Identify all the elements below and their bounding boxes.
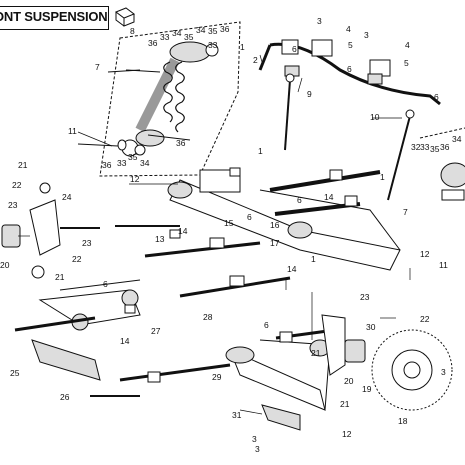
- callout-22: 22: [420, 314, 430, 324]
- callout-27: 27: [151, 326, 161, 336]
- callout-4: 4: [346, 24, 351, 34]
- corner-arrow-icon: [114, 7, 136, 27]
- callout-3: 3: [255, 444, 260, 454]
- callout-15: 15: [224, 218, 234, 228]
- callout-23: 23: [82, 238, 92, 248]
- callout-7: 7: [95, 62, 100, 72]
- left-knuckle: [1, 182, 61, 279]
- callout-6: 6: [103, 279, 108, 289]
- callout-22: 22: [12, 180, 22, 190]
- callout-21: 21: [340, 399, 350, 409]
- callout-17: 17: [270, 238, 280, 248]
- callout-19: 19: [362, 384, 372, 394]
- callout-26: 26: [60, 392, 70, 402]
- callout-21: 21: [18, 160, 28, 170]
- callout-3: 3: [364, 30, 369, 40]
- callout-6: 6: [292, 44, 297, 54]
- callout-8: 8: [130, 26, 135, 36]
- callout-6: 6: [347, 64, 352, 74]
- callout-3: 3: [317, 16, 322, 26]
- callout-5: 5: [348, 40, 353, 50]
- callout-34: 34: [452, 134, 462, 144]
- bushings: [124, 167, 358, 383]
- callout-21: 21: [55, 272, 65, 282]
- callout-32: 32: [411, 142, 421, 152]
- callout-14: 14: [324, 192, 334, 202]
- callout-35: 35: [430, 144, 440, 154]
- callout-1: 1: [311, 254, 316, 264]
- callout-3: 3: [441, 367, 446, 377]
- callout-12: 12: [342, 429, 352, 439]
- callout-20: 20: [344, 376, 354, 386]
- callout-labels: 1 1 1 1 2 3 3 3 3 3 4 4 5 5 6 6 6 6 6 6 …: [0, 16, 462, 454]
- callout-12: 12: [130, 174, 140, 184]
- callout-33: 33: [160, 32, 170, 42]
- callout-36: 36: [220, 24, 230, 34]
- callout-35: 35: [184, 32, 194, 42]
- callout-1: 1: [258, 146, 263, 156]
- lower-a-arm: [225, 339, 331, 411]
- callout-34: 34: [172, 28, 182, 38]
- callout-13: 13: [155, 234, 165, 244]
- callout-36: 36: [176, 138, 186, 148]
- callout-7: 7: [403, 207, 408, 217]
- callout-29: 29: [212, 372, 222, 382]
- callout-6: 6: [434, 92, 439, 102]
- callout-23: 23: [8, 200, 18, 210]
- callout-36: 36: [440, 142, 450, 152]
- shock-absorber-right: [419, 127, 465, 201]
- callout-36: 36: [102, 160, 112, 170]
- callout-11: 11: [439, 260, 448, 270]
- callout-31: 31: [232, 410, 242, 420]
- title-box: ONT SUSPENSION: [0, 6, 109, 30]
- skid-plate-right: [261, 404, 301, 431]
- callout-33: 33: [208, 40, 218, 50]
- callout-5: 5: [404, 58, 409, 68]
- callout-11: 11: [68, 126, 77, 136]
- skid-plate-left: [31, 339, 101, 381]
- stabilizer-bar: [258, 39, 441, 201]
- shock-absorber-left: [77, 21, 241, 177]
- callout-36: 36: [148, 38, 158, 48]
- callout-22: 22: [72, 254, 82, 264]
- callout-6: 6: [297, 195, 302, 205]
- brake-disc: [371, 329, 453, 411]
- callout-1: 1: [240, 42, 245, 52]
- callout-23: 23: [360, 292, 370, 302]
- callout-28: 28: [203, 312, 213, 322]
- callout-1: 1: [380, 172, 385, 182]
- callout-25: 25: [10, 368, 20, 378]
- callout-14: 14: [178, 226, 188, 236]
- callout-9: 9: [307, 89, 312, 99]
- callout-30: 30: [366, 322, 376, 332]
- callout-14: 14: [287, 264, 297, 274]
- upper-a-arm: [167, 169, 401, 271]
- callout-24: 24: [62, 192, 72, 202]
- callout-16: 16: [270, 220, 280, 230]
- callout-3: 3: [252, 434, 257, 444]
- callout-4: 4: [405, 40, 410, 50]
- left-lower-arm: [38, 279, 141, 331]
- callout-2: 2: [253, 55, 258, 65]
- callout-12: 12: [420, 249, 430, 259]
- callout-14: 14: [120, 336, 130, 346]
- callout-10: 10: [370, 112, 380, 122]
- callout-34: 34: [196, 25, 206, 35]
- callout-20: 20: [0, 260, 10, 270]
- callout-35: 35: [128, 152, 138, 162]
- callout-21: 21: [311, 348, 321, 358]
- callout-18: 18: [398, 416, 408, 426]
- callout-6: 6: [264, 320, 269, 330]
- callout-33: 33: [420, 142, 430, 152]
- callout-33: 33: [117, 158, 127, 168]
- callout-34: 34: [140, 158, 150, 168]
- page-title: ONT SUSPENSION: [0, 9, 108, 24]
- callout-6: 6: [247, 212, 252, 222]
- callout-35: 35: [208, 26, 218, 36]
